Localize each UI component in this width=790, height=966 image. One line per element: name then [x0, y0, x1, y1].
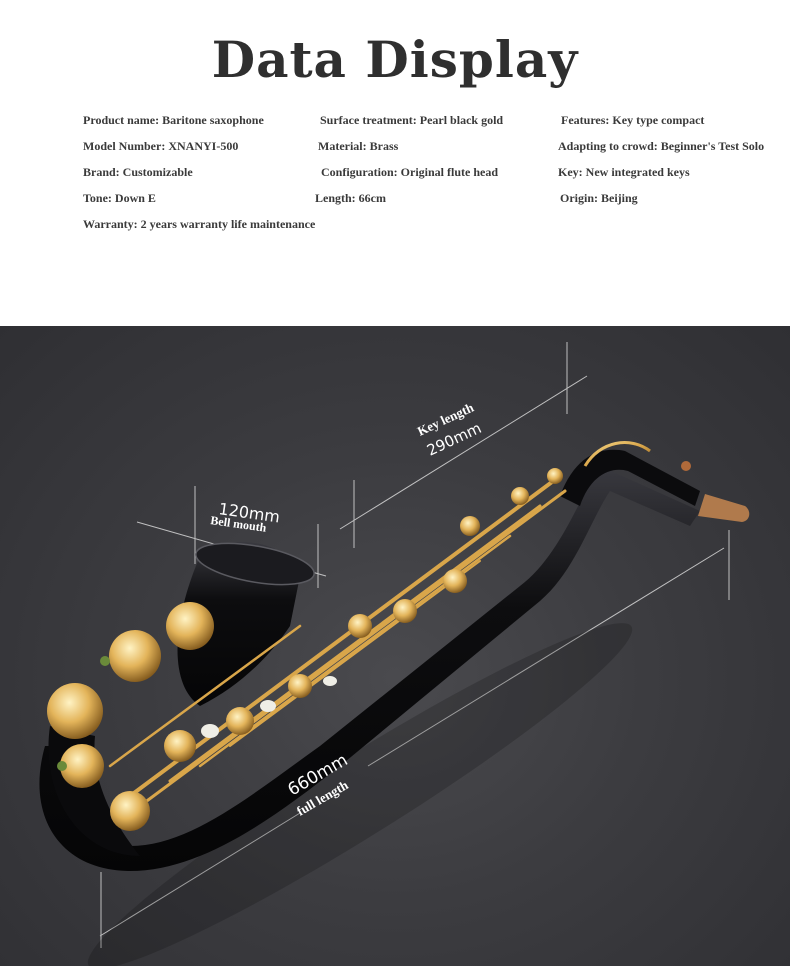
spec-origin: Origin: Beijing	[560, 191, 638, 205]
page-title: Data Display	[211, 30, 579, 89]
key-length-annotation: Key length 290mm	[415, 399, 484, 459]
spec-adapting: Adapting to crowd: Beginner's Test Solo	[558, 139, 765, 153]
spec-brand: Brand: Customizable	[83, 165, 193, 179]
spec-length: Length: 66cm	[315, 191, 386, 205]
spec-surface-treatment: Surface treatment: Pearl black gold	[320, 113, 504, 127]
spec-material: Material: Brass	[318, 139, 399, 153]
spec-configuration: Configuration: Original flute head	[321, 165, 499, 179]
spec-model-number: Model Number: XNANYI-500	[83, 139, 239, 153]
saxophone-body	[39, 441, 750, 871]
product-photo: Key length 290mm 120mm Bell mouth 660mm …	[0, 326, 790, 966]
spec-features: Features: Key type compact	[561, 113, 705, 127]
key-pads	[47, 468, 563, 831]
spec-section: Data Display Product name: Baritone saxo…	[0, 0, 790, 326]
spec-tone: Tone: Down E	[83, 191, 156, 205]
bell-mouth-annotation: 120mm Bell mouth	[210, 499, 282, 535]
spec-key: Key: New integrated keys	[558, 165, 690, 179]
saxophone-illustration: Key length 290mm 120mm Bell mouth 660mm …	[39, 342, 750, 966]
spec-warranty: Warranty: 2 years warranty life maintena…	[83, 217, 316, 231]
spec-product-name: Product name: Baritone saxophone	[83, 113, 264, 127]
